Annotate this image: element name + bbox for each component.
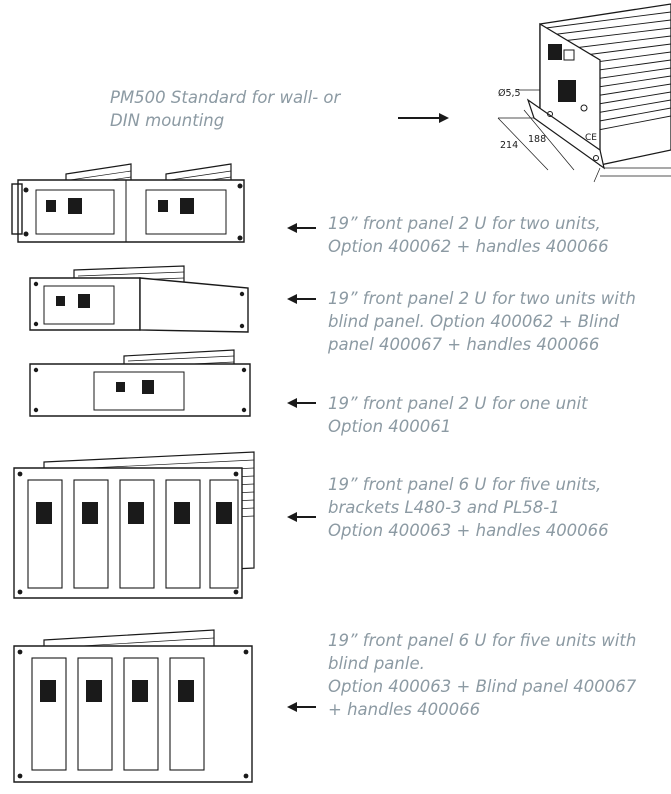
arrow-left-icon: [287, 223, 316, 233]
front-panel-6u-five-units-drawing: [13, 451, 255, 599]
arrow-left-icon: [287, 702, 316, 712]
arrow-left-icon: [287, 294, 316, 304]
caption-6u-five-units-blind: 19” front panel 6 U for five units with …: [328, 631, 637, 719]
caption-pm500: PM500 Standard for wall- or DIN mounting: [110, 88, 341, 130]
front-panel-2u-one-unit-drawing: [29, 349, 251, 417]
hole-diameter-label: Ø5,5: [498, 88, 521, 99]
arrow-left-icon: [287, 512, 316, 522]
ce-mark-icon: CE: [585, 133, 597, 143]
caption-2u-two-units: 19” front panel 2 U for two units, Optio…: [328, 214, 609, 256]
arrow-left-icon: [287, 398, 316, 408]
arrow-right-icon: [398, 113, 449, 123]
front-panel-2u-two-units-drawing: [11, 163, 245, 243]
depth-inner-label: 188: [528, 134, 546, 145]
caption-6u-five-units: 19” front panel 6 U for five units, brac…: [328, 475, 609, 540]
caption-2u-two-units-blind: 19” front panel 2 U for two units with b…: [328, 289, 636, 354]
pm500-unit-drawing: CE Ø5,5 214 188: [497, 3, 671, 183]
depth-outer-label: 214: [500, 140, 518, 151]
front-panel-2u-blind-drawing: [29, 265, 249, 333]
caption-2u-one-unit: 19” front panel 2 U for one unit Option …: [328, 394, 588, 436]
front-panel-6u-blind-drawing: [13, 629, 253, 783]
